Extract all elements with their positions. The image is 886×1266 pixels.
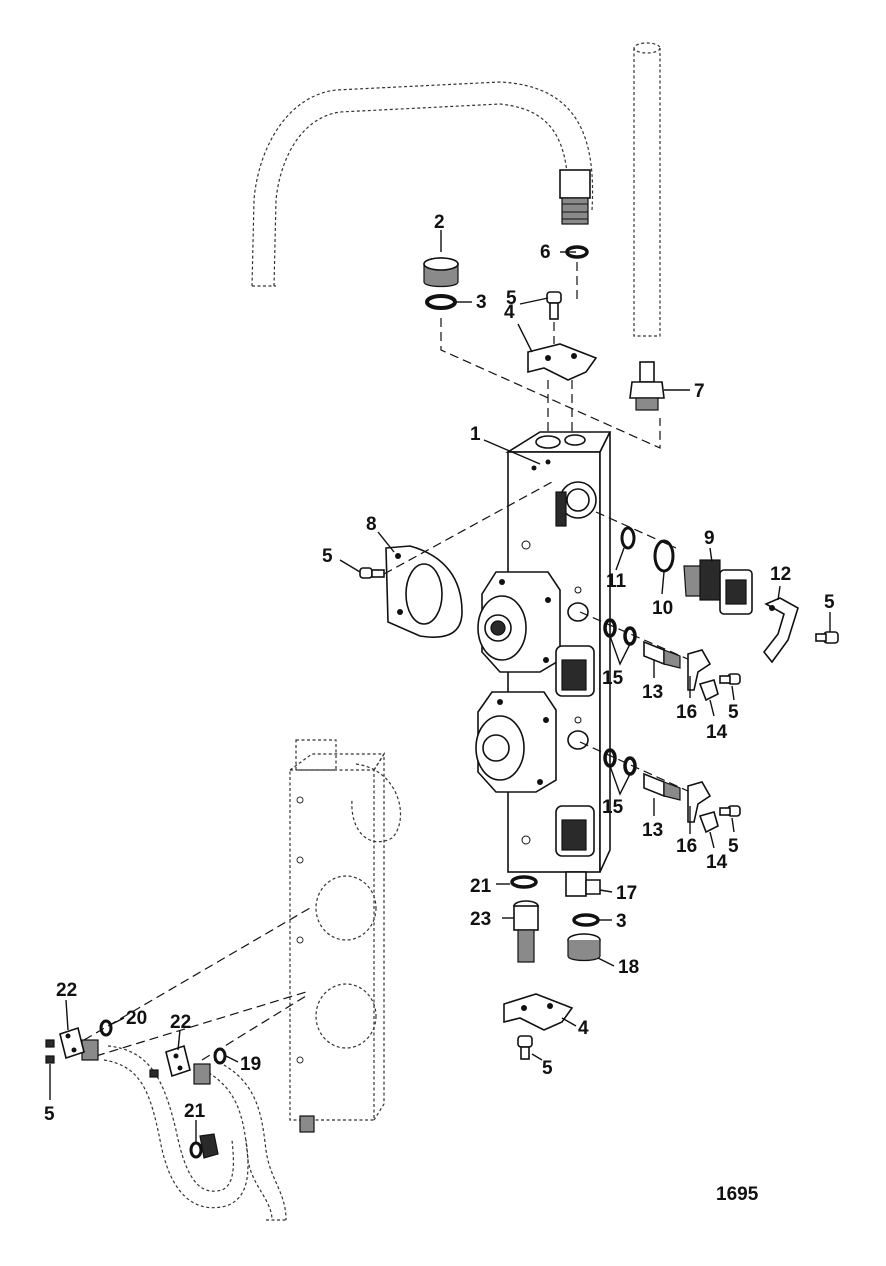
screw-part-5-mid1 xyxy=(719,673,741,685)
o-ring-part-22-bottom xyxy=(189,1141,203,1159)
callout-5-top: 5 xyxy=(506,288,517,309)
callout-21-left: 22 xyxy=(56,980,77,1001)
hose-vertical-right xyxy=(633,42,661,337)
retainer-clip-part-12 xyxy=(762,597,799,664)
figure-number: 1695 xyxy=(716,1184,759,1205)
bracket-part-4-bottom xyxy=(503,993,574,1031)
callout-5-left: 5 xyxy=(322,546,333,567)
leader-lines xyxy=(49,230,831,1144)
fittings-lower-left xyxy=(81,1039,219,1159)
elbow-fitting-part-17 xyxy=(565,871,601,897)
assembled-manifold-reference xyxy=(289,739,401,1133)
callout-labels: 2 3 3 6 5 4 7 1 8 5 9 12 5 11 10 15 13 1… xyxy=(44,212,835,1125)
callout-16-lower: 16 xyxy=(676,836,697,857)
callout-5-bottom: 5 xyxy=(542,1058,553,1079)
callout-22-bottom: 21 xyxy=(184,1101,206,1122)
callout-22-left: 20 xyxy=(126,1008,147,1029)
fitting-part-13-lower xyxy=(643,772,681,801)
hose-lower-left xyxy=(103,1045,287,1221)
callout-9: 9 xyxy=(704,528,715,549)
barb-fitting-part-7 xyxy=(629,361,665,411)
callout-1: 1 xyxy=(470,424,481,445)
callout-15-lower: 15 xyxy=(602,797,624,818)
plug-part-2 xyxy=(423,257,459,288)
solenoid-valve-upper xyxy=(477,571,561,673)
connector-upper xyxy=(555,645,595,697)
callout-7: 7 xyxy=(694,381,705,402)
callout-14-upper: 14 xyxy=(706,722,728,743)
solenoid-valve-lower xyxy=(475,691,557,793)
screws-part-5-lower-left xyxy=(45,1039,159,1078)
o-ring-part-3-top xyxy=(425,294,457,310)
callout-11: 11 xyxy=(606,571,627,592)
callout-13-lower: 13 xyxy=(642,820,663,841)
clip-part-16-lower xyxy=(687,781,712,823)
callout-19: 19 xyxy=(240,1054,261,1075)
fitting-part-23 xyxy=(513,900,539,963)
hose-fitting-collar xyxy=(559,169,591,199)
plate-part-21-mid xyxy=(165,1044,191,1078)
screw-part-5-top xyxy=(546,291,562,320)
callout-4-top: 4 xyxy=(504,302,515,323)
o-ring-part-3-bottom xyxy=(572,913,600,927)
clip-part-16-upper xyxy=(687,649,712,691)
callout-3-top: 3 xyxy=(476,292,487,313)
o-ring-part-19 xyxy=(213,1047,227,1065)
callout-23: 23 xyxy=(470,909,491,930)
callout-6: 6 xyxy=(540,242,551,263)
connector-lower xyxy=(555,805,595,857)
fitting-part-13-upper xyxy=(643,640,681,669)
plate-part-21-left xyxy=(59,1026,85,1060)
callout-12: 12 xyxy=(770,564,791,585)
callout-3-bottom: 3 xyxy=(616,911,627,932)
callout-10: 10 xyxy=(652,598,673,619)
cap-part-14-upper xyxy=(698,679,719,702)
screw-part-5-bottom xyxy=(517,1035,533,1060)
callout-8: 8 xyxy=(366,514,377,535)
callout-15-upper: 15 xyxy=(602,668,624,689)
o-ring-part-20 xyxy=(510,875,538,889)
plug-part-18 xyxy=(567,933,601,962)
callout-5-right: 5 xyxy=(824,592,835,613)
callout-13-upper: 13 xyxy=(642,682,663,703)
screw-part-5-left xyxy=(359,567,385,579)
callout-20: 21 xyxy=(470,876,492,897)
gasket-part-8 xyxy=(385,545,463,638)
o-ring-part-11 xyxy=(620,526,636,550)
bracket-part-4-top xyxy=(527,343,598,381)
cap-part-14-lower xyxy=(698,811,719,834)
callout-18: 18 xyxy=(618,957,639,978)
callout-5-lower-left: 5 xyxy=(44,1104,55,1125)
callout-17: 17 xyxy=(616,883,637,904)
callout-21-mid: 22 xyxy=(170,1012,191,1033)
callout-2: 2 xyxy=(434,212,445,233)
o-ring-part-22-left xyxy=(99,1019,113,1037)
callout-5-mid2: 5 xyxy=(728,836,739,857)
o-ring-part-10 xyxy=(653,539,675,573)
fuel-injector-part-9 xyxy=(683,559,753,615)
screw-part-5-mid2 xyxy=(719,805,741,817)
callout-5-mid1: 5 xyxy=(728,702,739,723)
hose-barb-fitting xyxy=(561,197,589,225)
callout-4-bottom: 4 xyxy=(578,1018,589,1039)
hose-upper-curved xyxy=(251,81,594,287)
screw-part-5-right xyxy=(815,631,839,644)
callout-16-upper: 16 xyxy=(676,702,697,723)
callout-14-lower: 14 xyxy=(706,852,728,873)
